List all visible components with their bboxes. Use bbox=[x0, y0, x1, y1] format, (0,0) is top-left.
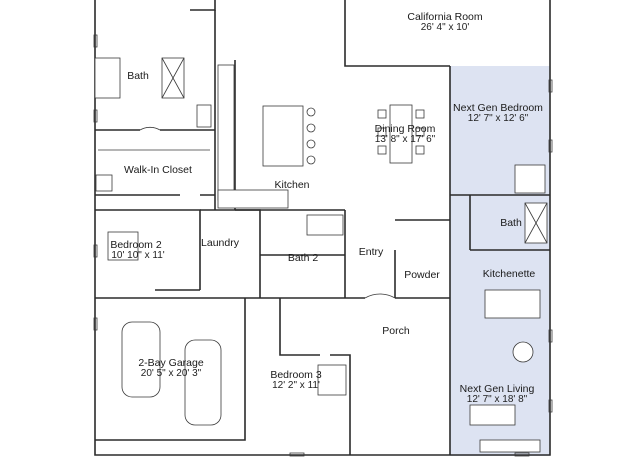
garage-dims: 20' 5" x 20' 3" bbox=[140, 368, 202, 379]
dining-room-dims: 13' 8" x 17' 6" bbox=[374, 134, 436, 145]
next-gen-bedroom-dims: 12' 7" x 12' 6" bbox=[467, 113, 529, 124]
laundry-label: Laundry bbox=[201, 237, 239, 249]
next-gen-bedroom-label: Next Gen Bedroom bbox=[453, 102, 543, 114]
interior-walls bbox=[95, 10, 550, 455]
next-gen-living-dims: 12' 7" x 18' 8" bbox=[466, 394, 528, 405]
kitchenette-label: Kitchenette bbox=[482, 268, 536, 280]
kitchen-label: Kitchen bbox=[274, 179, 310, 191]
walk-in-closet-label: Walk-In Closet bbox=[124, 164, 192, 176]
bath-2-label: Bath 2 bbox=[287, 252, 319, 264]
bedroom-2-label: Bedroom 2 bbox=[110, 239, 162, 251]
bedroom-3-label: Bedroom 3 bbox=[270, 369, 322, 381]
next-gen-suite-area bbox=[450, 66, 550, 456]
california-room-dims: 26' 4" x 10' bbox=[420, 22, 470, 33]
bedroom-2-dims: 10' 10" x 11' bbox=[111, 250, 165, 261]
porch-label: Porch bbox=[382, 325, 410, 337]
fixtures bbox=[94, 57, 548, 453]
exterior-walls bbox=[94, 0, 551, 456]
windows bbox=[93, 34, 553, 457]
next-gen-living-label: Next Gen Living bbox=[459, 383, 535, 395]
california-room-label: California Room bbox=[407, 11, 483, 23]
master-bath-label: Bath bbox=[127, 70, 149, 82]
dining-room-label: Dining Room bbox=[374, 123, 436, 135]
garage-label: 2-Bay Garage bbox=[138, 357, 204, 369]
bedroom-3-dims: 12' 2" x 11' bbox=[272, 380, 320, 391]
powder-label: Powder bbox=[404, 269, 440, 281]
next-gen-bath-label: Bath bbox=[500, 217, 522, 229]
entry-label: Entry bbox=[358, 246, 384, 258]
